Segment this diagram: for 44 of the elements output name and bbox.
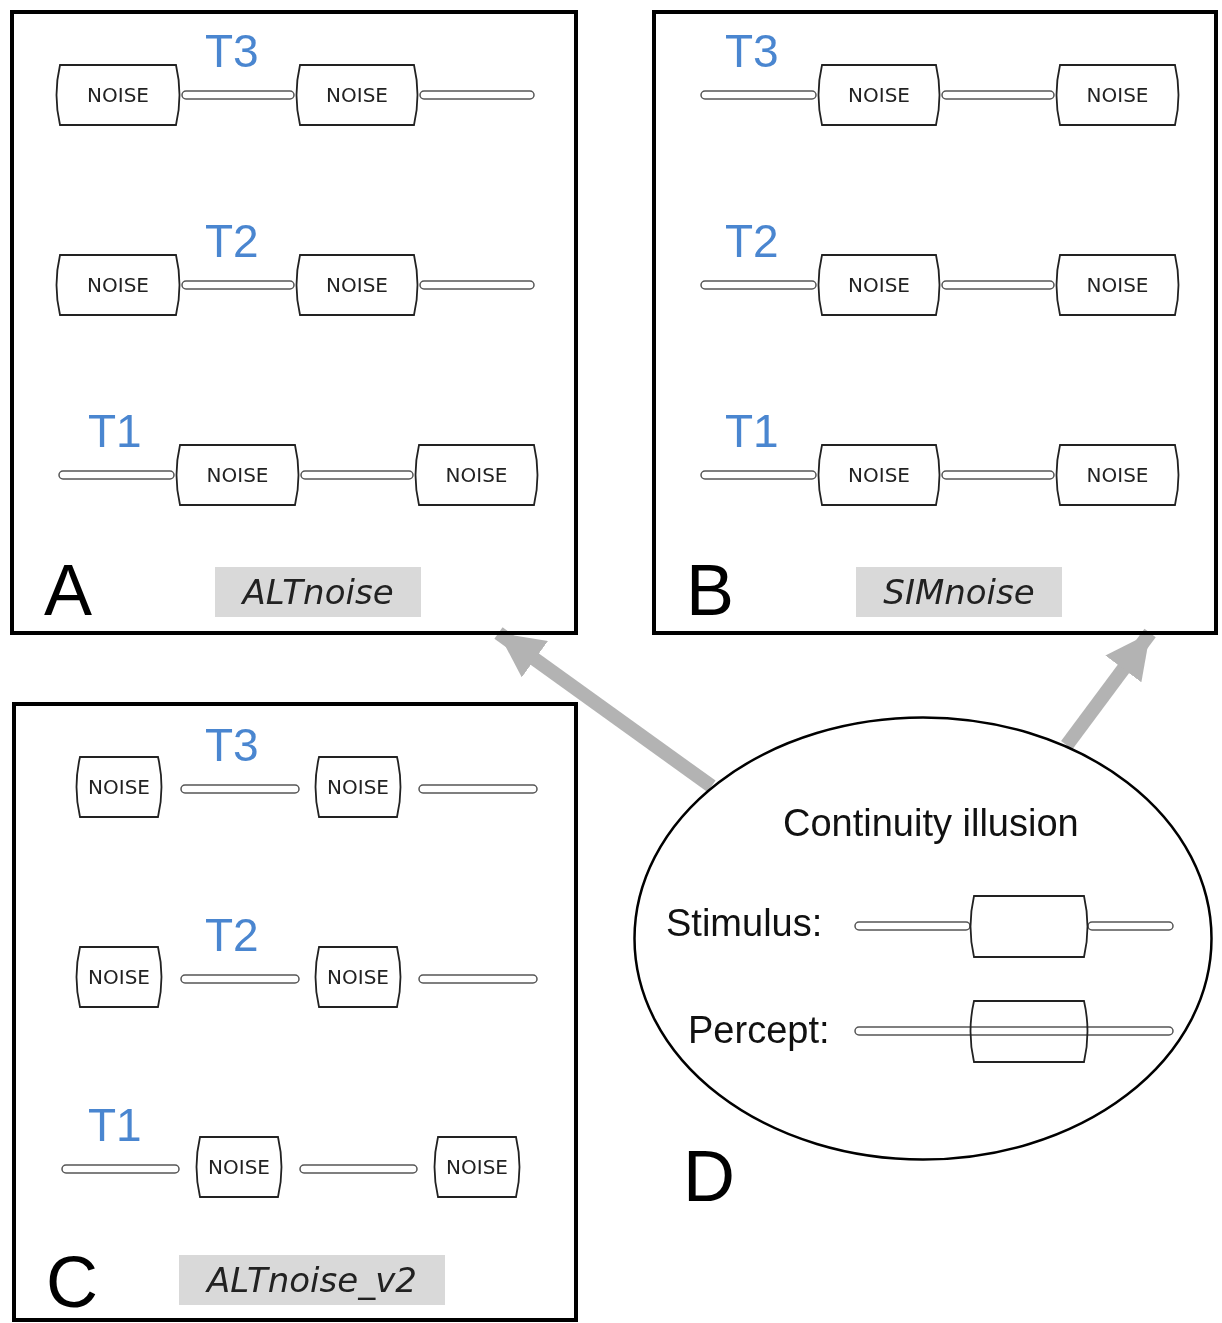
condition-tag: SIMnoise (856, 567, 1062, 617)
panel-letter: C (46, 1246, 98, 1318)
noise-burst-box: NOISE (413, 444, 540, 506)
condition-tag: ALTnoise_v2 (179, 1255, 445, 1305)
noise-burst-box: NOISE (313, 946, 403, 1008)
noise-burst-box: NOISE (54, 64, 182, 126)
noise-burst-box: NOISE (313, 756, 403, 818)
panel-letter: D (683, 1140, 735, 1212)
noise-burst-box: NOISE (432, 1136, 522, 1198)
tone-label: T3 (205, 722, 259, 768)
arrow (494, 627, 716, 792)
noise-burst-box: NOISE (194, 1136, 284, 1198)
tone-label: T3 (725, 28, 779, 74)
noise-burst-shape (968, 895, 1090, 958)
noise-burst-box: NOISE (1054, 444, 1181, 506)
row-label: Percept: (688, 1011, 830, 1049)
noise-burst-box: NOISE (1054, 254, 1181, 316)
noise-burst-box: NOISE (1054, 64, 1181, 126)
tone-label: T2 (205, 218, 259, 264)
noise-burst-shape (968, 1000, 1090, 1063)
noise-burst-box: NOISE (54, 254, 182, 316)
tone-label: T1 (725, 408, 779, 454)
panel-letter: B (686, 554, 735, 626)
heading: Continuity illusion (783, 804, 1079, 842)
noise-burst-box: NOISE (74, 946, 164, 1008)
tone-label: T2 (725, 218, 779, 264)
row-label: Stimulus: (666, 904, 823, 942)
tone-label: T1 (88, 1102, 142, 1148)
noise-burst-box: NOISE (74, 756, 164, 818)
noise-burst-box: NOISE (816, 444, 942, 506)
tone-label: T1 (88, 408, 142, 454)
noise-burst-box: NOISE (816, 64, 942, 126)
noise-burst-box: NOISE (816, 254, 942, 316)
panel-frame (652, 10, 1218, 635)
panel-frame (12, 702, 578, 1322)
tone-label: T3 (205, 28, 259, 74)
tone-label: T2 (205, 912, 259, 958)
condition-tag: ALTnoise (215, 567, 421, 617)
noise-burst-box: NOISE (294, 254, 420, 316)
panel-frame (10, 10, 578, 635)
noise-burst-box: NOISE (174, 444, 301, 506)
noise-burst-box: NOISE (294, 64, 420, 126)
panel-letter: A (44, 554, 93, 626)
arrow (1061, 628, 1156, 750)
